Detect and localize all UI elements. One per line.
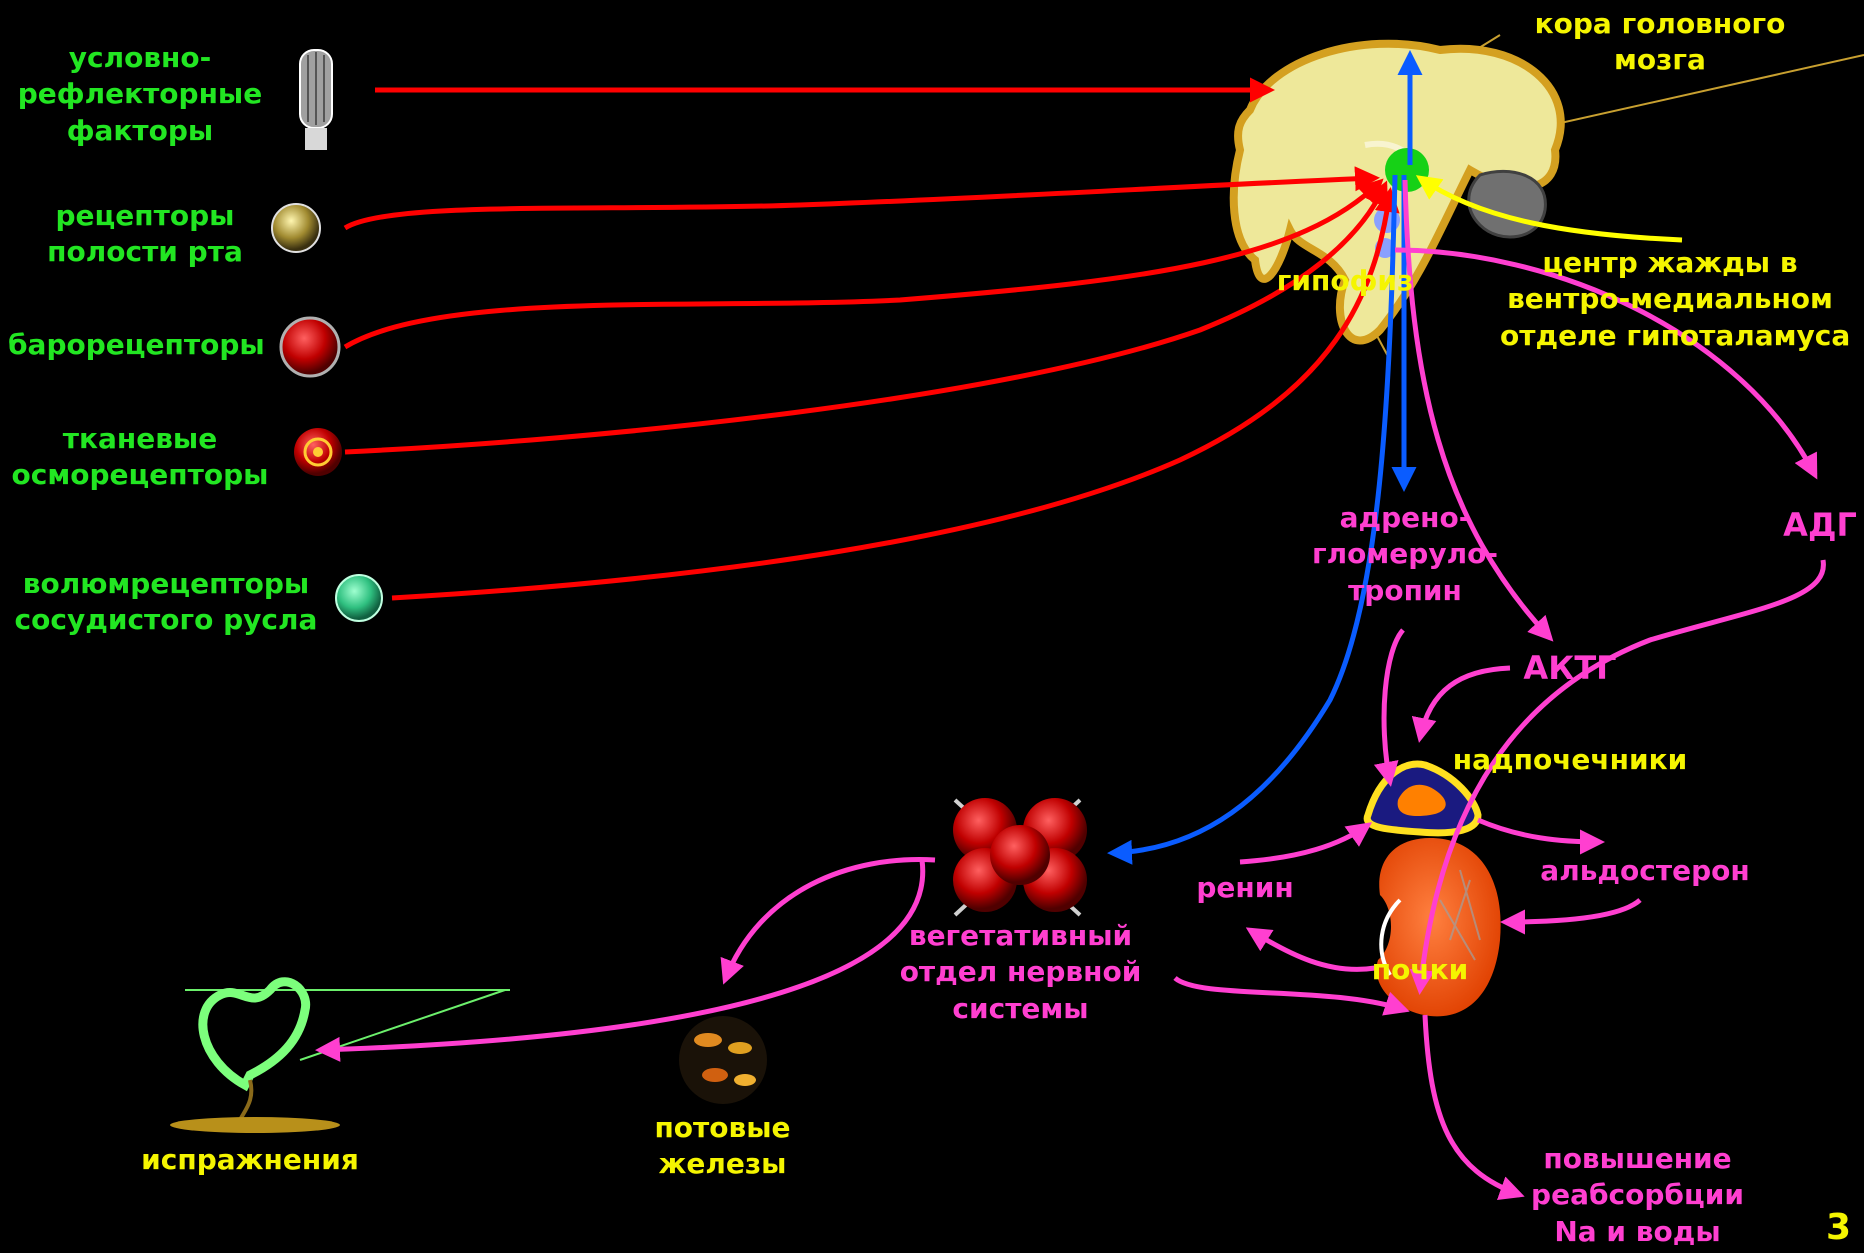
label-conditioned-factors: условно- рефлекторные факторы [10,40,270,149]
oral-receptor-icon [272,204,320,252]
baroreceptor-icon [281,318,339,376]
label-oral-receptors: рецепторы полости рта [20,198,270,271]
label-thirst-center: центр жажды в вентро-медиальном отделе г… [1500,245,1840,354]
label-adrenoglomerulotropin: адрено- гломеруло- тропин [1300,500,1510,609]
label-adh: АДГ [1780,505,1860,547]
arrow-kidney-to-renin [1250,930,1375,969]
arrow-acth-to-adrenal [1420,668,1510,738]
label-acth: АКТГ [1520,648,1620,690]
arrow-oral-to-hypothalamus [345,178,1375,228]
label-volume-receptors: волюмрецепторы сосудистого русла [6,566,326,639]
label-baroreceptors: барорецепторы [8,327,278,363]
bulb-icon [300,50,332,150]
arrow-adrenal-to-aldosterone [1478,820,1600,842]
arrow-osmo-to-hypothalamus [345,185,1385,452]
volume-receptor-icon [336,575,382,621]
arrow-aldosterone-to-kidney [1505,900,1640,922]
label-renin: ренин [1190,870,1300,906]
label-kidneys: почки [1365,952,1475,988]
label-autonomic-nervous-system: вегетативный отдел нервной системы [893,918,1148,1027]
label-excretion: испражнения [120,1142,380,1178]
arrow-kidney-to-outcome [1425,1015,1520,1195]
kidney-icon [1377,838,1501,1016]
osmoreceptor-icon [294,428,342,476]
sweat-gland-icon [679,1016,767,1104]
nerve-node-icon [953,798,1087,915]
arrow-agt-to-adrenal [1384,630,1403,782]
label-osmoreceptors: тканевые осморецепторы [10,421,270,494]
label-cerebral-cortex: кора головного мозга [1520,6,1800,79]
label-adrenals: надпочечники [1445,742,1695,778]
page-number: 3 [1826,1205,1864,1252]
intestine-icon [170,982,510,1133]
arrow-renin-to-adrenal [1240,825,1368,862]
label-sweat-glands: потовые железы [630,1110,815,1183]
label-pituitary: гипофиз [1265,263,1425,299]
label-aldosterone: альдостерон [1525,853,1765,889]
label-reabsorption-increase: повышение реабсорбции Na и воды [1525,1141,1750,1250]
